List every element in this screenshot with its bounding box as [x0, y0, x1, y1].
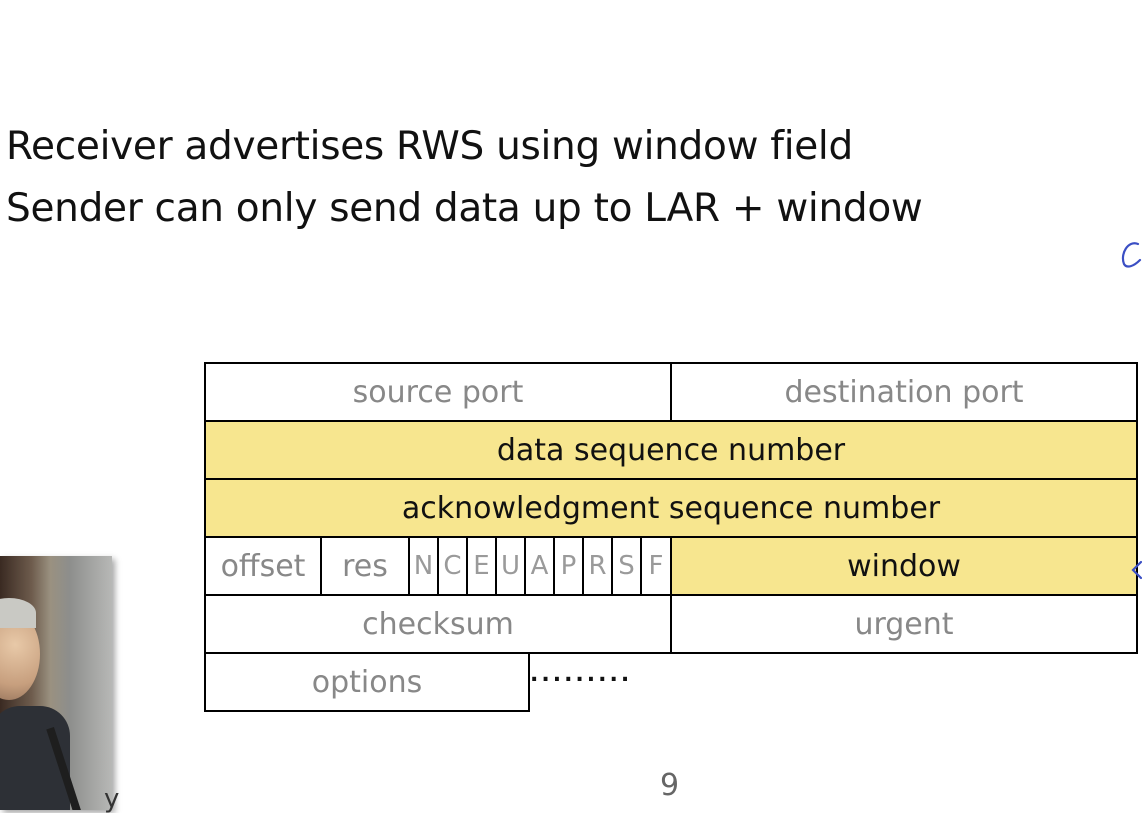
- page-number: 9: [660, 768, 680, 803]
- handwritten-mark-icon: [1121, 242, 1142, 268]
- offset-field: offset: [204, 536, 322, 596]
- checksum-field: checksum: [204, 594, 672, 654]
- flag-n: N: [408, 536, 439, 596]
- presenter-video: [0, 556, 112, 810]
- flag-u: U: [495, 536, 526, 596]
- handwritten-arrow-icon: [1131, 560, 1142, 580]
- res-field: res: [320, 536, 410, 596]
- flag-c: C: [437, 536, 468, 596]
- options-field: options: [204, 652, 530, 712]
- destination-port-field: destination port: [670, 362, 1138, 422]
- urgent-field: urgent: [670, 594, 1138, 654]
- options-continuation-dots: .........: [530, 662, 633, 687]
- bullet-line-2: Sender can only send data up to LAR + wi…: [6, 186, 923, 231]
- presenter-hair: [0, 598, 36, 628]
- flag-a: A: [524, 536, 555, 596]
- window-field: window: [670, 536, 1138, 596]
- flag-f: F: [640, 536, 672, 596]
- flag-e: E: [466, 536, 497, 596]
- cropped-footer-text: y: [104, 784, 120, 813]
- flag-s: S: [611, 536, 642, 596]
- bullet-line-1: Receiver advertises RWS using window fie…: [6, 124, 853, 169]
- acknowledgment-sequence-number-field: acknowledgment sequence number: [204, 478, 1138, 538]
- source-port-field: source port: [204, 362, 672, 422]
- data-sequence-number-field: data sequence number: [204, 420, 1138, 480]
- flag-p: P: [553, 536, 584, 596]
- flag-r: R: [582, 536, 613, 596]
